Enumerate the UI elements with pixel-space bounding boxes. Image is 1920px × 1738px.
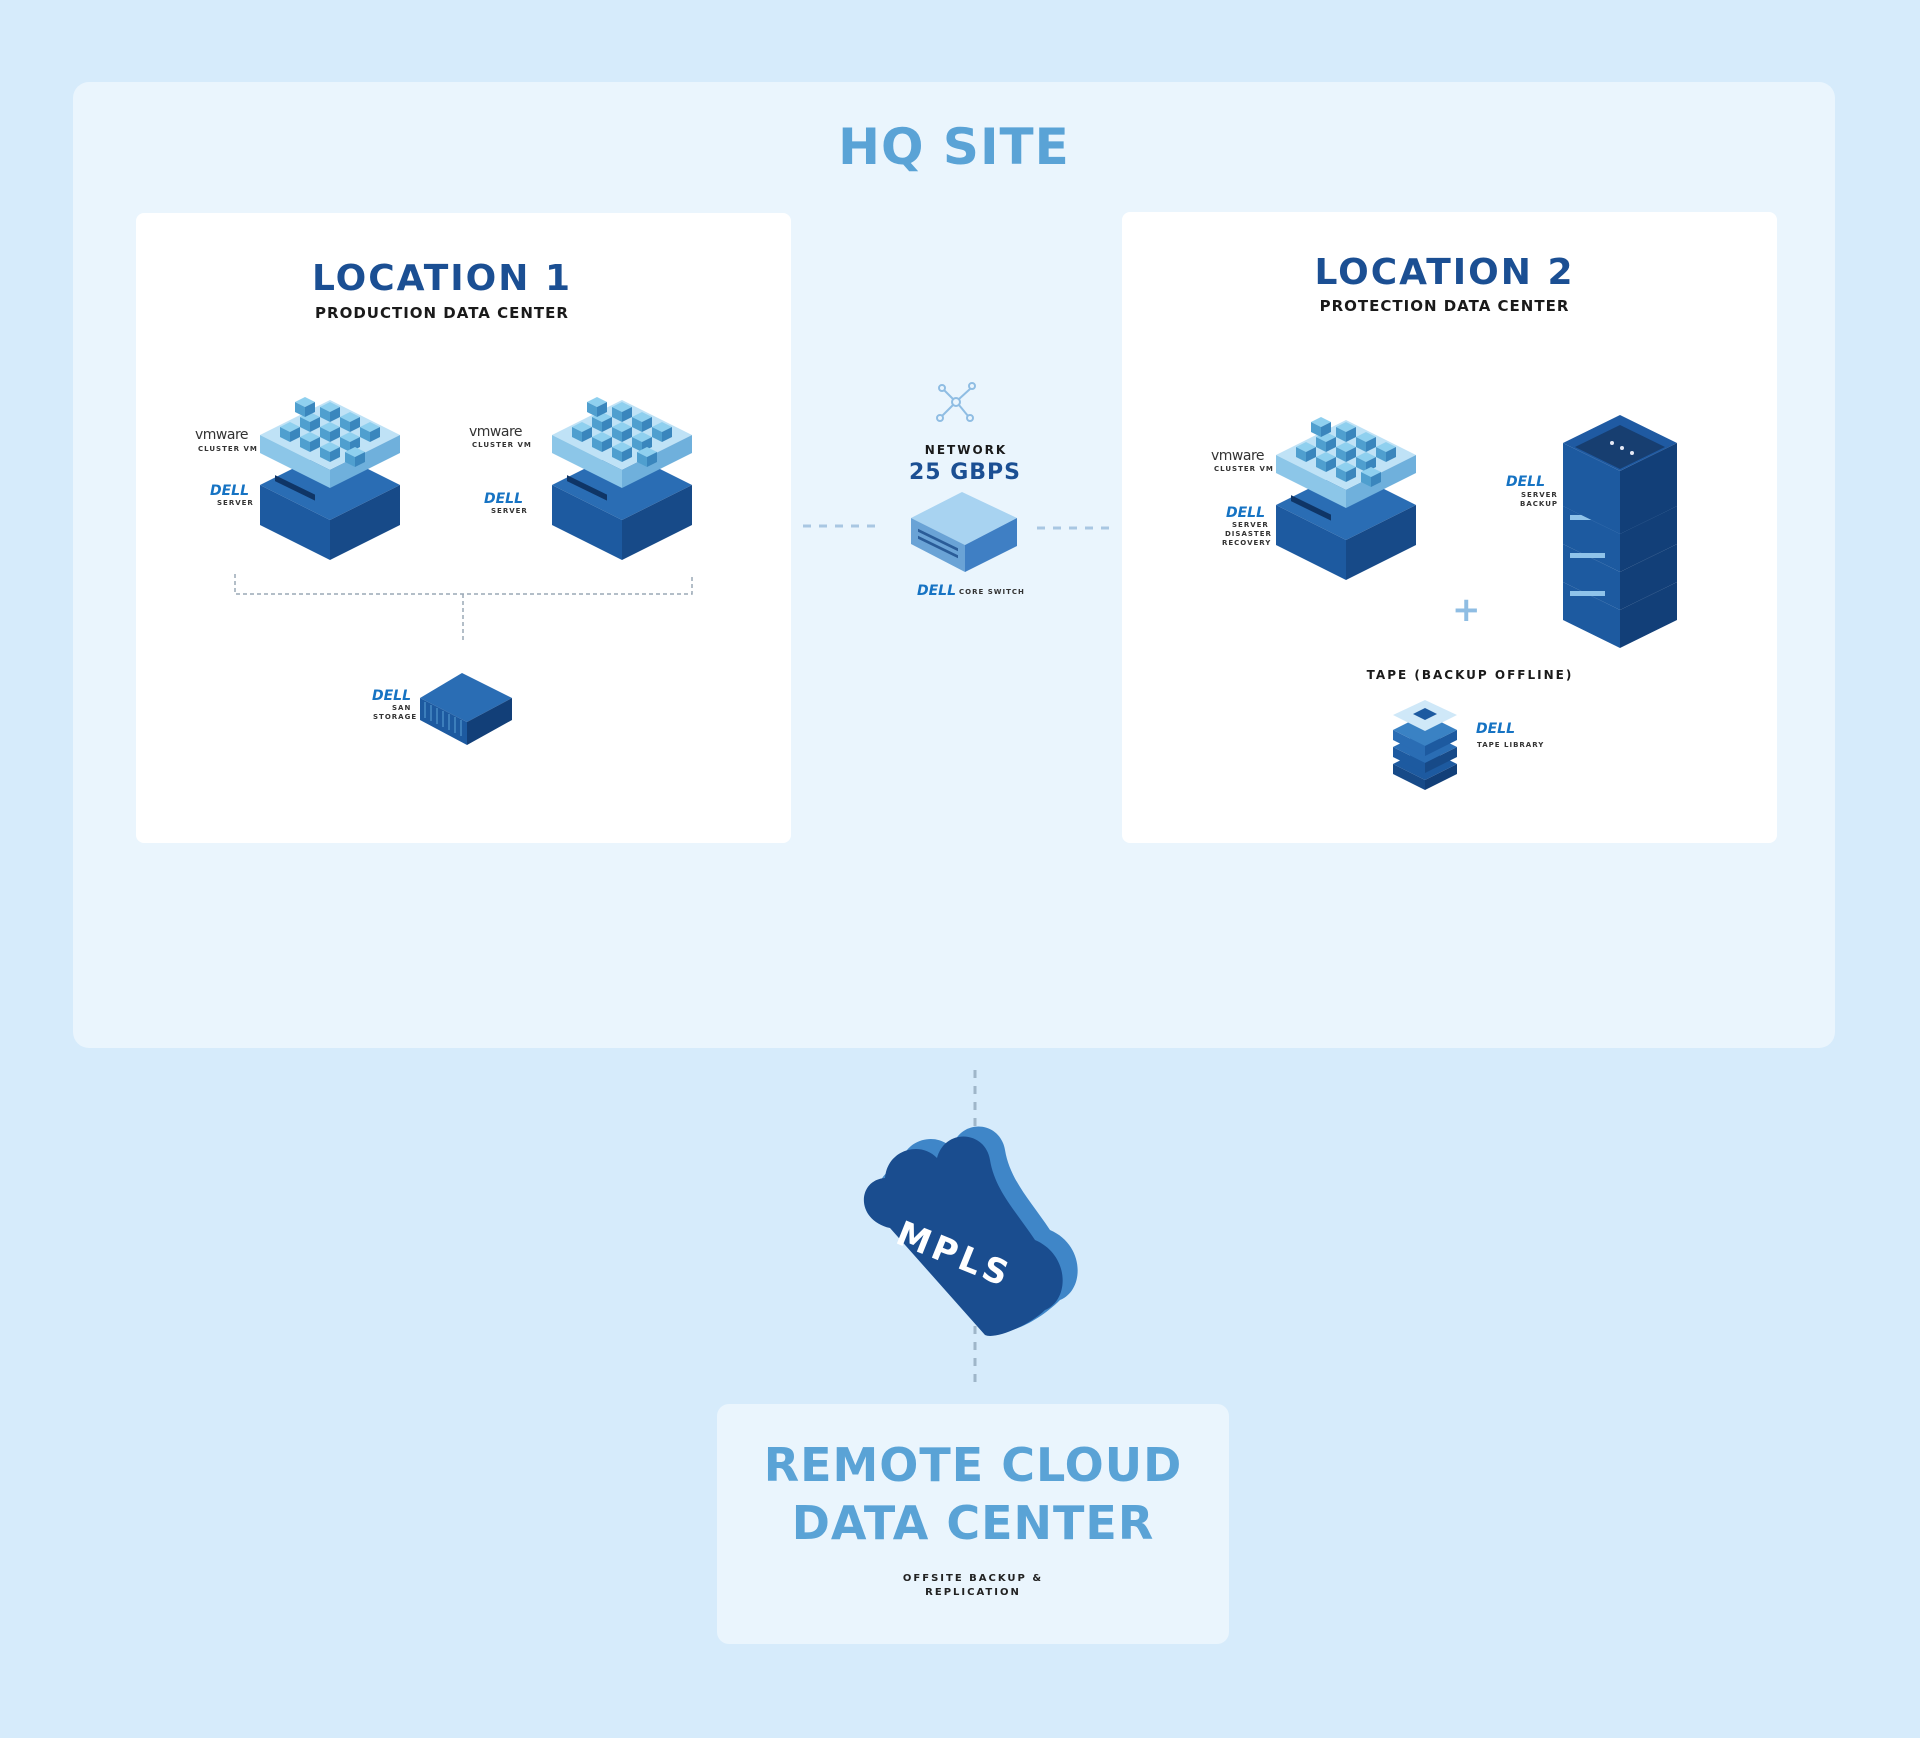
san-caption: SAN: [392, 704, 412, 712]
cluster-vm-caption: CLUSTER VM: [198, 445, 258, 453]
remote-cloud-panel: [717, 1404, 1229, 1644]
storage-caption: STORAGE: [373, 713, 418, 721]
recovery-caption: RECOVERY: [1222, 539, 1272, 547]
dell-logo: DELL: [1506, 474, 1546, 490]
location-2-dr-server-illustration: [1276, 417, 1416, 580]
location-2-subtitle: PROTECTION DATA CENTER: [1319, 297, 1570, 315]
dell-logo: DELL: [917, 583, 957, 599]
disaster-caption: DISASTER: [1225, 530, 1272, 538]
dell-logo: DELL: [372, 688, 412, 704]
network-label: NETWORK: [924, 443, 1008, 457]
server-caption: SERVER: [491, 507, 528, 515]
location-2-title: LOCATION 2: [1314, 252, 1575, 293]
tape-library-illustration: [1393, 700, 1457, 790]
remote-title-line2: DATA CENTER: [791, 1496, 1155, 1550]
location-1-subtitle: PRODUCTION DATA CENTER: [315, 304, 569, 322]
network-nodes-icon: [936, 382, 976, 422]
location-1-server-b-illustration: [552, 397, 692, 560]
location-1-server-a-illustration: [260, 397, 400, 560]
location-1-bracket-connector: [234, 574, 693, 642]
vmware-logo: vmware: [469, 424, 523, 440]
vmware-logo: vmware: [1211, 448, 1265, 464]
backup-server-illustration: [1563, 415, 1677, 648]
dell-logo: DELL: [210, 483, 250, 499]
vmware-logo: vmware: [195, 427, 249, 443]
network-speed: 25 GBPS: [908, 460, 1022, 485]
remote-subtitle-line2: REPLICATION: [925, 1587, 1021, 1598]
san-storage-illustration: [420, 673, 512, 745]
tape-library-caption: TAPE LIBRARY: [1477, 741, 1545, 749]
core-switch-caption: CORE SWITCH: [959, 588, 1025, 596]
cluster-vm-caption: CLUSTER VM: [472, 441, 532, 449]
tape-backup-label: TAPE (BACKUP OFFLINE): [1366, 668, 1574, 682]
location-1-title: LOCATION 1: [311, 258, 572, 299]
mpls-cloud-illustration: [863, 1126, 1078, 1336]
remote-cloud-subtitle: OFFSITE BACKUP & REPLICATION: [717, 1572, 1229, 1600]
server-caption: SERVER: [1232, 521, 1269, 529]
backup-caption: BACKUP: [1520, 500, 1559, 508]
dell-logo: DELL: [1226, 505, 1266, 521]
remote-cloud-title: REMOTE CLOUD DATA CENTER: [717, 1436, 1229, 1552]
network-link-connectors: [803, 524, 1112, 530]
dell-logo: DELL: [484, 491, 524, 507]
hq-site-title: HQ SITE: [838, 118, 1070, 176]
core-switch-illustration: [911, 492, 1017, 572]
remote-subtitle-line1: OFFSITE BACKUP &: [902, 1573, 1044, 1584]
server-caption: SERVER: [217, 499, 254, 507]
remote-title-line1: REMOTE CLOUD: [763, 1438, 1183, 1492]
dell-logo: DELL: [1476, 721, 1516, 737]
cluster-vm-caption: CLUSTER VM: [1214, 465, 1274, 473]
server-caption: SERVER: [1521, 491, 1558, 499]
plus-icon: +: [1452, 590, 1481, 630]
